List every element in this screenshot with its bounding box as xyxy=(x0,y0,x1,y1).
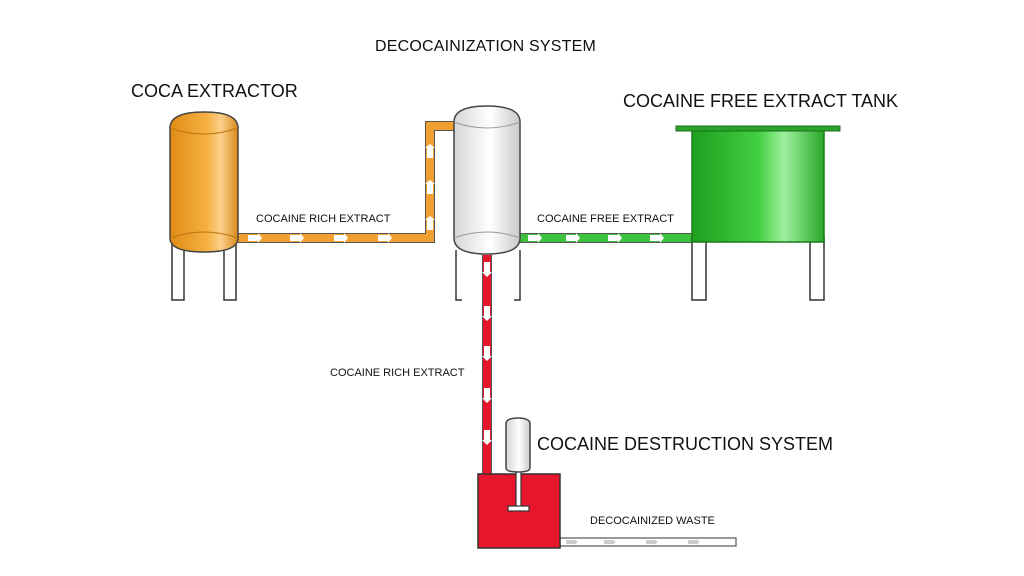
flow-arrow-icon xyxy=(482,306,492,321)
flow-arrow-icon xyxy=(425,180,435,194)
waste-label: DECOCAINIZED WASTE xyxy=(590,515,715,527)
rich-extract-label: COCAINE RICH EXTRACT xyxy=(256,213,391,225)
destruction-box xyxy=(477,469,561,549)
flow-arrow-icon xyxy=(425,144,435,158)
flow-arrow-icon xyxy=(334,233,348,243)
flow-arrow-icon xyxy=(650,233,664,243)
flow-arrow-icon xyxy=(566,539,578,545)
free-extract-label: COCAINE FREE EXTRACT xyxy=(537,213,674,225)
rich-extract-vertical-label: COCAINE RICH EXTRACT xyxy=(330,367,465,379)
flow-arrow-icon xyxy=(290,233,304,243)
flow-arrow-icon xyxy=(482,346,492,361)
flow-arrow-icon xyxy=(604,539,616,545)
flow-arrow-icon xyxy=(378,233,392,243)
flow-arrow-icon xyxy=(482,388,492,403)
diagram-title: DECOCAINIZATION SYSTEM xyxy=(375,38,597,55)
flow-arrow-icon xyxy=(425,216,435,230)
destruction-system-label: COCAINE DESTRUCTION SYSTEM xyxy=(537,434,834,454)
free-extract-pipe xyxy=(520,233,694,243)
waste-pipe xyxy=(559,537,737,547)
flow-arrow-icon xyxy=(528,233,542,243)
flow-arrow-icon xyxy=(566,233,580,243)
coca-extractor-label: COCA EXTRACTOR xyxy=(131,81,298,101)
rich-extract-vertical-pipe xyxy=(482,255,492,476)
flow-arrow-icon xyxy=(646,539,658,545)
rich-extract-pipe xyxy=(238,121,456,243)
flow-arrow-icon xyxy=(688,539,700,545)
separator-vessel xyxy=(453,105,521,301)
destruction-motor xyxy=(505,417,531,473)
coca-extractor-vessel xyxy=(169,111,239,301)
flow-arrow-icon xyxy=(248,233,262,243)
flow-arrow-icon xyxy=(482,430,492,445)
flow-arrow-icon xyxy=(608,233,622,243)
free-tank-label: COCAINE FREE EXTRACT TANK xyxy=(623,91,899,111)
flow-arrow-icon xyxy=(482,262,492,277)
free-extract-tank xyxy=(675,125,841,301)
